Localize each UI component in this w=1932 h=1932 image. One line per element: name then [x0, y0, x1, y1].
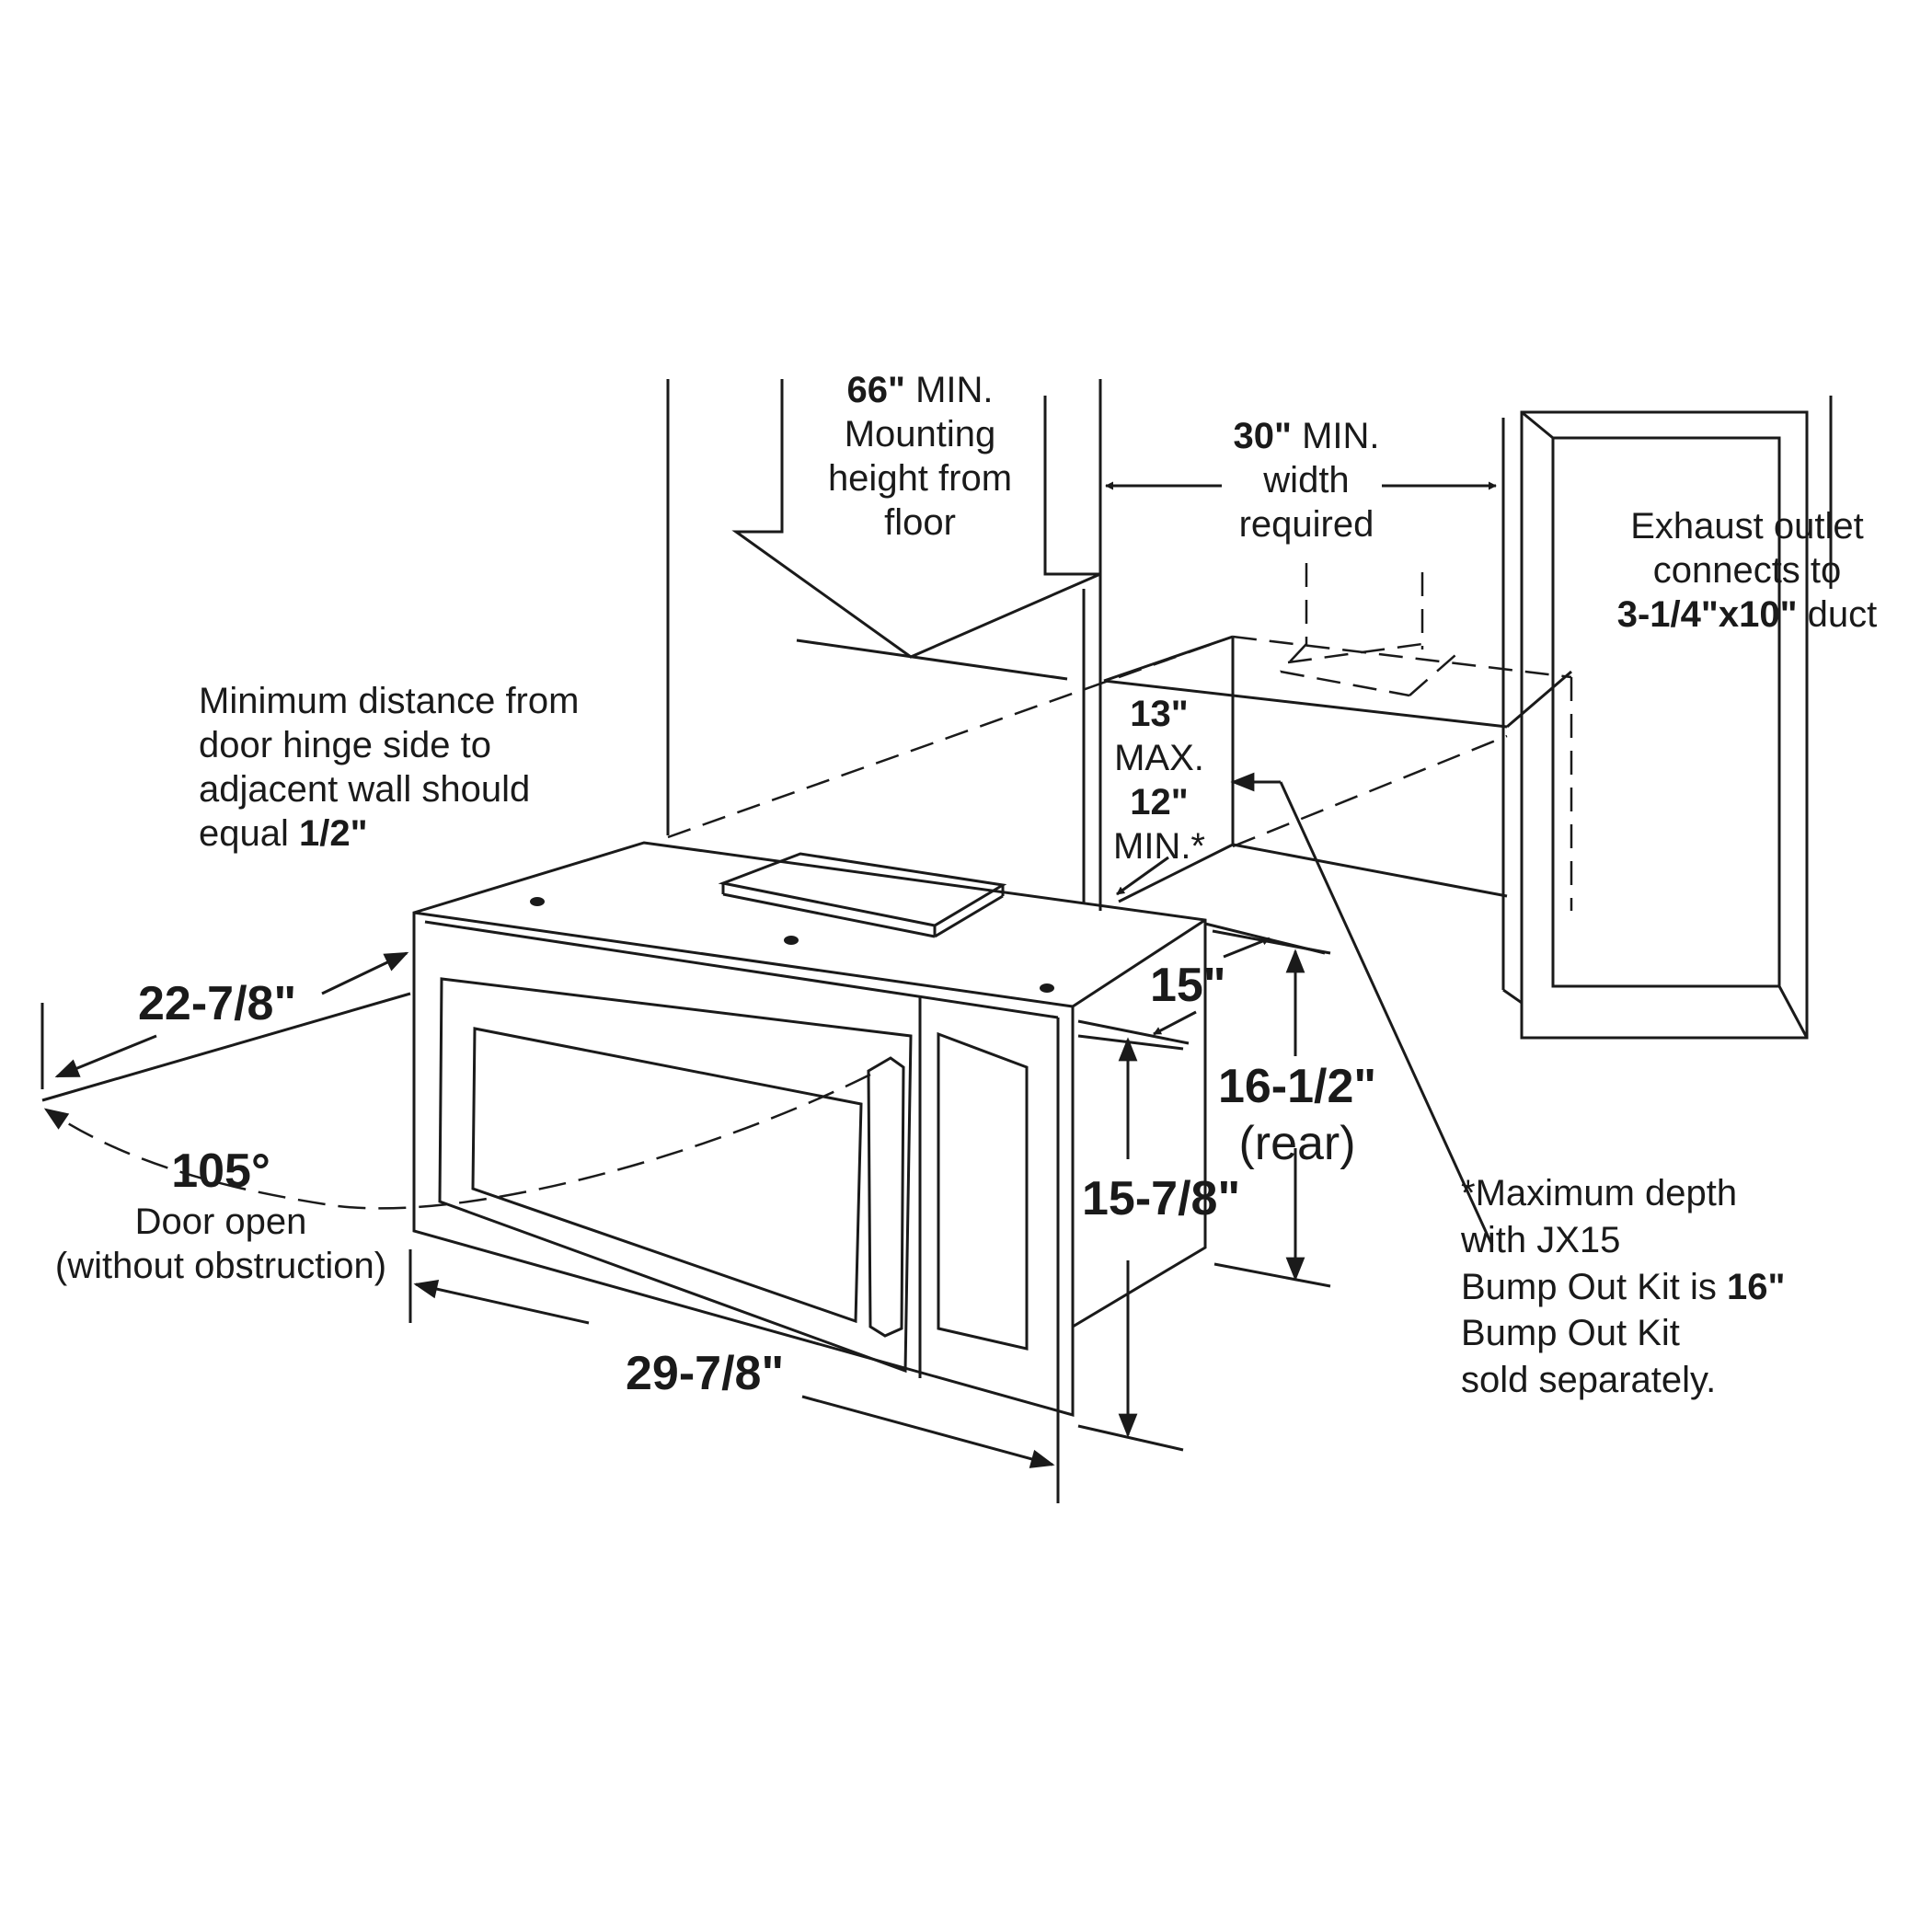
- cabinet-depth-max-word: MAX.: [1114, 738, 1204, 778]
- dashed-projections: [667, 563, 1573, 911]
- width-required-label: 30" MIN. width required: [1214, 414, 1398, 546]
- width-dimension: 29-7/8": [626, 1347, 785, 1400]
- depth-dimension: 15": [1150, 959, 1226, 1012]
- mounting-height-line2: height from: [827, 458, 1013, 499]
- mounting-height-label: 66" MIN. Mounting height from floor: [810, 368, 1030, 545]
- bump-out-note: *Maximum depth with JX15 Bump Out Kit is…: [1461, 1170, 1785, 1404]
- mounting-height-line1: Mounting: [844, 414, 996, 454]
- microwave-body: [412, 841, 1207, 1417]
- exhaust-label: Exhaust outlet connects to 3-1/4"x10" du…: [1588, 504, 1906, 637]
- leader-bump-out: [1279, 781, 1494, 1247]
- depth-arrow-left: [54, 1034, 157, 1078]
- cabinet-depth-min-value: 12": [1130, 782, 1189, 822]
- bump-out-line4: Bump Out Kit: [1461, 1313, 1680, 1354]
- hinge-clearance-line3: adjacent wall should: [199, 769, 531, 810]
- width-required-line2: required: [1238, 504, 1374, 545]
- width-required-line1: width: [1263, 460, 1350, 500]
- door-line1: Door open: [134, 1202, 307, 1243]
- door-open-label: 105° Door open (without obstruction): [18, 1143, 423, 1288]
- cabinet-depth-label: 13" MAX. 12" MIN.*: [1100, 692, 1218, 868]
- mounting-height-value: 66": [846, 370, 905, 410]
- width-required-qualifier: MIN.: [1302, 416, 1380, 456]
- exhaust-duct-word: duct: [1807, 594, 1878, 635]
- hinge-clearance-prefix: equal: [199, 813, 289, 854]
- hinge-clearance-label: Minimum distance from door hinge side to…: [199, 679, 579, 856]
- bump-out-value: 16": [1727, 1266, 1786, 1307]
- rear-height-note: (rear): [1238, 1117, 1356, 1171]
- mounting-holes: [530, 897, 1054, 993]
- exhaust-line1: Exhaust outlet: [1630, 506, 1864, 546]
- door-angle: 105°: [171, 1144, 270, 1198]
- exhaust-line2: connects to: [1652, 550, 1842, 591]
- depth-arrow-right: [321, 951, 409, 995]
- bump-out-line2: with JX15: [1461, 1219, 1621, 1260]
- rear-height-dimension: 16-1/2" (rear): [1205, 1058, 1389, 1173]
- rear-height-value: 16-1/2": [1217, 1060, 1377, 1113]
- width-required-value: 30": [1233, 416, 1292, 456]
- mounting-height-arrow: [731, 379, 1101, 659]
- depth-with-door-dimension: 22-7/8": [138, 977, 297, 1030]
- door-swing-arc: [43, 1073, 871, 1210]
- bump-out-line3: Bump Out Kit is: [1461, 1266, 1717, 1307]
- hinge-clearance-line1: Minimum distance from: [199, 681, 580, 721]
- depth15-arrow-down: [1153, 1010, 1197, 1036]
- width-dim-arrow-left: [413, 1279, 590, 1325]
- bump-out-line1: *Maximum depth: [1461, 1173, 1738, 1213]
- door-line2: (without obstruction): [54, 1246, 387, 1287]
- cabinet-depth-max-value: 13": [1130, 694, 1189, 734]
- exhaust-duct-size: 3-1/4"x10": [1616, 594, 1798, 635]
- hinge-clearance-value: 1/2": [299, 813, 368, 854]
- hinge-clearance-line2: door hinge side to: [199, 725, 492, 765]
- bump-out-line5: sold separately.: [1461, 1360, 1717, 1401]
- exhaust-wall-panel: [1501, 396, 1833, 1040]
- cabinet-depth-arrow: [1116, 856, 1169, 896]
- front-height-dimension: 15-7/8": [1082, 1172, 1241, 1225]
- mounting-height-line3: floor: [884, 502, 956, 543]
- cabinet-depth-min-word: MIN.*: [1113, 826, 1205, 867]
- width-dim-arrow-right: [801, 1395, 1055, 1468]
- mounting-height-qualifier: MIN.: [915, 370, 994, 410]
